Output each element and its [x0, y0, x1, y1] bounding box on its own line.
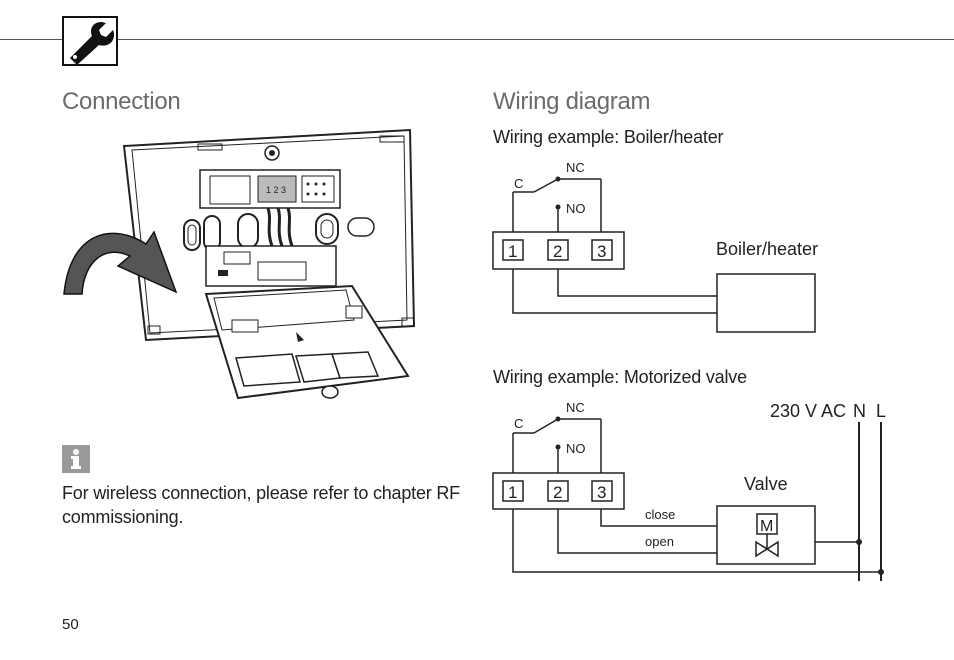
terminal-1b: 1: [508, 483, 517, 502]
valve-icon: [755, 540, 779, 558]
nc-label: NC: [566, 160, 585, 175]
terminal-3: 3: [597, 242, 606, 261]
open-label: open: [645, 534, 674, 549]
valve-wiring-diagram: C NC NO 1 2 3 close open M Valve 230 V A…: [492, 400, 886, 581]
terminal-1: 1: [508, 242, 517, 261]
motor-label: M: [760, 518, 773, 535]
page-number: 50: [62, 616, 79, 633]
terminal-2b: 2: [553, 483, 562, 502]
wiring-title: Wiring diagram: [493, 88, 651, 115]
c-label-2: C: [514, 416, 523, 431]
neutral-label: N: [853, 401, 866, 421]
wireless-note: For wireless connection, please refer to…: [62, 483, 460, 527]
wrench-icon: [70, 22, 114, 65]
example2-heading: Wiring example: Motorized valve: [493, 367, 747, 387]
no-label-2: NO: [566, 441, 586, 456]
info-icon: [62, 445, 90, 473]
thermostat-illustration: 1 2 3: [63, 128, 416, 400]
c-label: C: [514, 176, 523, 191]
boiler-wiring-diagram: C NC NO 1 2 3 Boiler/heater: [492, 160, 818, 333]
header-rule: [0, 39, 954, 40]
close-label: close: [645, 507, 675, 522]
valve-label: Valve: [744, 474, 788, 494]
live-label: L: [876, 401, 886, 421]
terminal-3b: 3: [597, 483, 606, 502]
example1-heading: Wiring example: Boiler/heater: [493, 127, 724, 147]
wrench-icon-box: [62, 16, 118, 66]
no-label: NO: [566, 201, 586, 216]
connection-title: Connection: [62, 88, 181, 115]
terminal-2: 2: [553, 242, 562, 261]
nc-label-2: NC: [566, 400, 585, 415]
svg-text:1 2 3: 1 2 3: [266, 185, 286, 195]
supply-label: 230 V AC: [770, 401, 846, 421]
boiler-label: Boiler/heater: [716, 239, 818, 259]
